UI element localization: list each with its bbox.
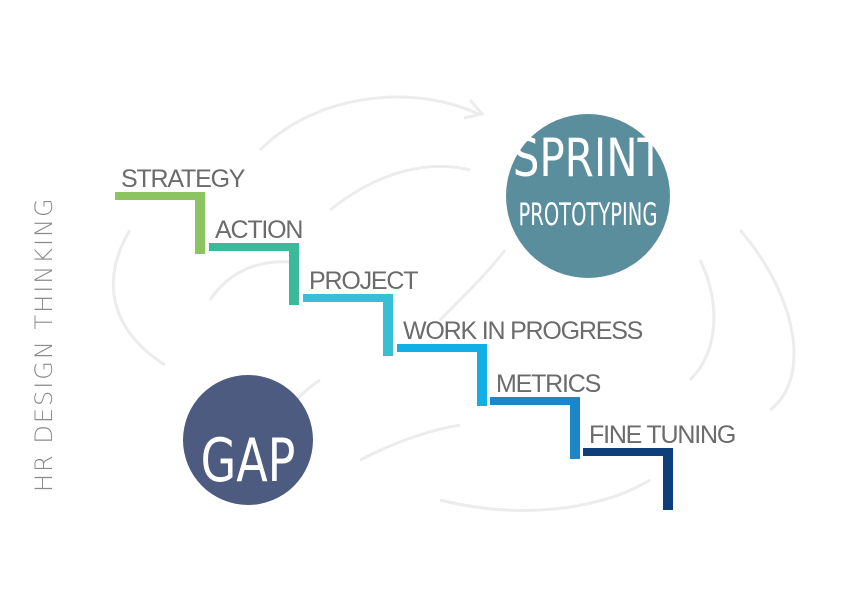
step-2: ACTION (209, 216, 304, 305)
step-3: PROJECT (303, 267, 419, 356)
prototyping-circle-shape (506, 114, 670, 278)
step-riser (383, 294, 393, 356)
prototyping-label: PROTOTYPING (519, 197, 658, 233)
gap-circle-shape (183, 375, 313, 505)
step-tread (583, 448, 673, 456)
step-tread (115, 192, 205, 200)
step-label: ACTION (215, 216, 302, 244)
background-arrows (111, 95, 796, 512)
step-riser (195, 192, 205, 254)
step-5: METRICS (490, 370, 602, 459)
step-label: METRICS (496, 370, 601, 398)
step-tread (303, 294, 393, 302)
step-tread (490, 397, 580, 405)
gap-circle: GAP (183, 375, 313, 505)
step-4: WORK IN PROGRESS (397, 317, 644, 406)
step-tread (209, 243, 299, 251)
step-6: FINE TUNING (583, 421, 736, 510)
step-label: STRATEGY (121, 165, 246, 193)
step-riser (570, 397, 580, 459)
side-title: HR DESIGN THINKING (30, 196, 58, 492)
step-label: FINE TUNING (589, 421, 735, 449)
step-label: WORK IN PROGRESS (403, 317, 643, 345)
gap-label: GAP (201, 425, 296, 496)
sprint-label: SPRINT (513, 129, 664, 190)
step-riser (477, 344, 487, 406)
prototyping-sprint-circle: PROTOTYPING SPRINT (506, 114, 670, 278)
step-riser (663, 448, 673, 510)
step-1: STRATEGY (115, 165, 247, 254)
step-tread (397, 344, 487, 352)
step-label: PROJECT (309, 267, 418, 295)
step-riser (289, 243, 299, 305)
